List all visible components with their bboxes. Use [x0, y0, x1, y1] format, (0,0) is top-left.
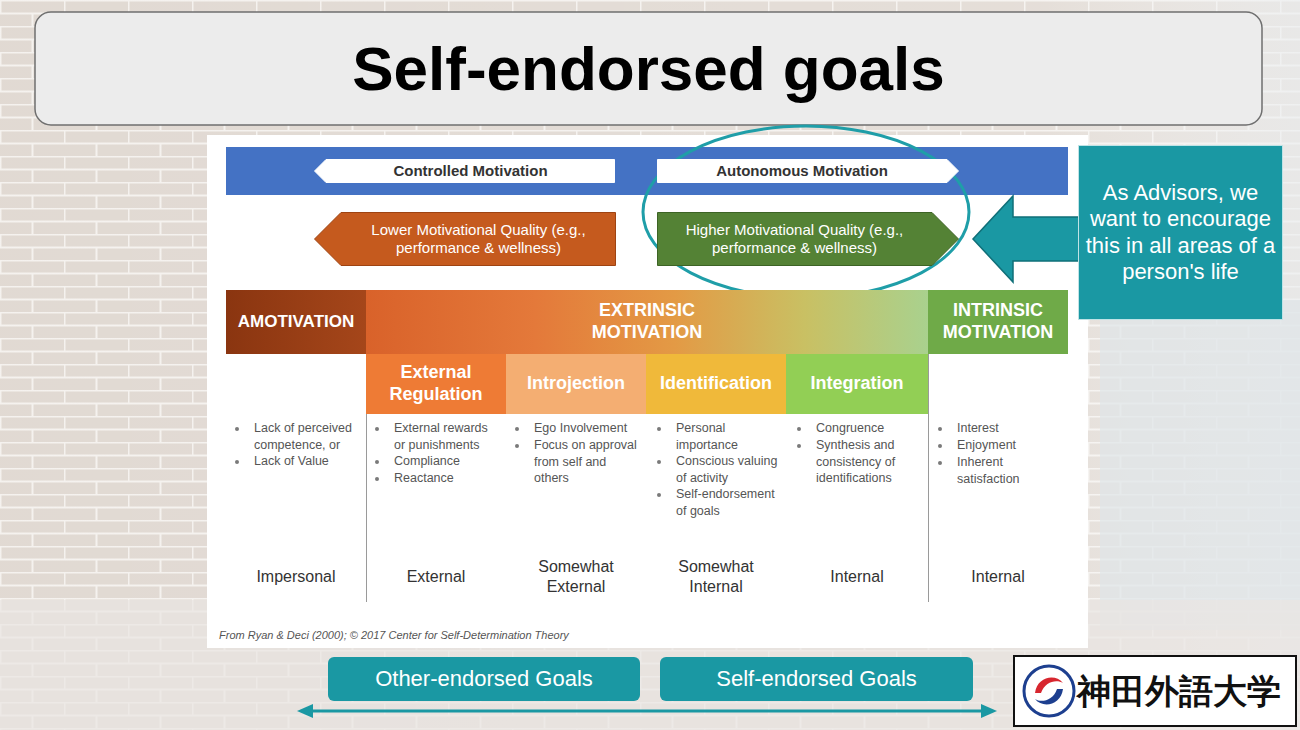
node-text: Integration	[811, 373, 904, 395]
node-text: 神田外語大学	[1077, 671, 1281, 712]
node-text: External Regulation	[371, 362, 501, 405]
locus-label: Impersonal	[234, 567, 358, 587]
callout-arrow	[973, 196, 1079, 282]
direction-arrow: Controlled Motivation	[314, 159, 615, 183]
locus-label: Internal	[795, 567, 919, 587]
logo-ring	[1024, 666, 1074, 716]
locus-label: Internal	[936, 567, 1060, 587]
node-text: INTRINSIC MOTIVATION	[933, 300, 1063, 343]
node-text: As Advisors, we want to encourage this i…	[1083, 180, 1279, 286]
bullet-dot	[657, 427, 661, 431]
arrow-outline	[315, 160, 615, 183]
arrow-outline	[315, 213, 616, 266]
bullet-dot	[515, 444, 519, 448]
bullet-dot	[375, 427, 379, 431]
category-band: INTRINSIC MOTIVATION	[928, 290, 1068, 354]
arrow-outline	[658, 160, 959, 183]
bullet-item: Interest	[957, 420, 1061, 437]
bullet-item: External rewards or punishments	[394, 420, 502, 453]
goal-box: Other-endorsed Goals	[328, 657, 640, 701]
bullet-item: Lack of Value	[254, 453, 362, 470]
bullet-item: Enjoyment	[957, 437, 1061, 454]
bullet-item: Focus on approval from self and others	[534, 437, 642, 487]
bullet-item: Self-endorsement of goals	[676, 486, 782, 519]
node-text: Introjection	[527, 373, 625, 395]
bullet-item: Inherent satisfaction	[957, 454, 1061, 487]
bullet-dot	[657, 460, 661, 464]
bullet-item: Reactance	[394, 470, 502, 487]
bullet-item: Ego Involvement	[534, 420, 642, 437]
node-text: Other-endorsed Goals	[375, 666, 593, 692]
locus-label: Somewhat External	[514, 557, 638, 597]
node-text: Lower Motivational Quality (e.g., perfor…	[359, 221, 599, 257]
regulation-header: External Regulation	[366, 354, 506, 414]
bullet-item: Conscious valuing of activity	[676, 453, 782, 486]
bullet-dot	[797, 427, 801, 431]
node-text: Higher Motivational Quality (e.g., perfo…	[675, 221, 915, 257]
regulation-header: Identification	[646, 354, 786, 414]
arrow-outline	[658, 213, 959, 266]
bullet-item: Lack of perceived competence, or	[254, 420, 362, 453]
regulation-header: Introjection	[506, 354, 646, 414]
direction-arrow: Autonomous Motivation	[657, 159, 959, 183]
bullet-dot	[797, 444, 801, 448]
slide-title: Self-endorsed goals	[352, 33, 945, 104]
bullet-item: Personal importance	[676, 420, 782, 453]
quality-arrow: Higher Motivational Quality (e.g., perfo…	[657, 212, 959, 266]
logo-ribbon	[1035, 689, 1063, 704]
bullet-dot	[515, 427, 519, 431]
quality-arrow: Lower Motivational Quality (e.g., perfor…	[314, 212, 616, 266]
regulation-header: Integration	[786, 354, 928, 414]
goal-box: Self-endorsed Goals	[660, 657, 973, 701]
logo-box: 神田外語大学	[1013, 655, 1297, 727]
bullet-dot	[375, 460, 379, 464]
bullet-dot	[938, 461, 942, 465]
title-bar: Self-endorsed goals	[35, 12, 1262, 125]
bullet-dot	[375, 477, 379, 481]
bullet-item: Synthesis and consistency of identificat…	[816, 437, 920, 487]
node-text: AMOTIVATION	[238, 312, 354, 332]
bullet-dot	[938, 444, 942, 448]
locus-label: External	[374, 567, 498, 587]
node-text: Self-endorsed Goals	[716, 666, 917, 692]
bullet-dot	[235, 460, 239, 464]
category-band: EXTRINSIC MOTIVATION	[366, 290, 928, 354]
node-text: Controlled Motivation	[393, 162, 547, 180]
node-text: Identification	[660, 373, 772, 395]
bullet-dot	[657, 493, 661, 497]
source-caption: From Ryan & Deci (2000); © 2017 Center f…	[219, 629, 569, 641]
callout-box: As Advisors, we want to encourage this i…	[1078, 145, 1283, 320]
bullet-item: Congruence	[816, 420, 920, 437]
category-band: AMOTIVATION	[226, 290, 366, 354]
university-logo	[1021, 663, 1077, 719]
bullet-item: Compliance	[394, 453, 502, 470]
node-text: EXTRINSIC MOTIVATION	[572, 300, 722, 343]
node-text: Autonomous Motivation	[716, 162, 888, 180]
locus-label: Somewhat Internal	[654, 557, 778, 597]
bullet-dot	[235, 427, 239, 431]
bullet-dot	[938, 427, 942, 431]
